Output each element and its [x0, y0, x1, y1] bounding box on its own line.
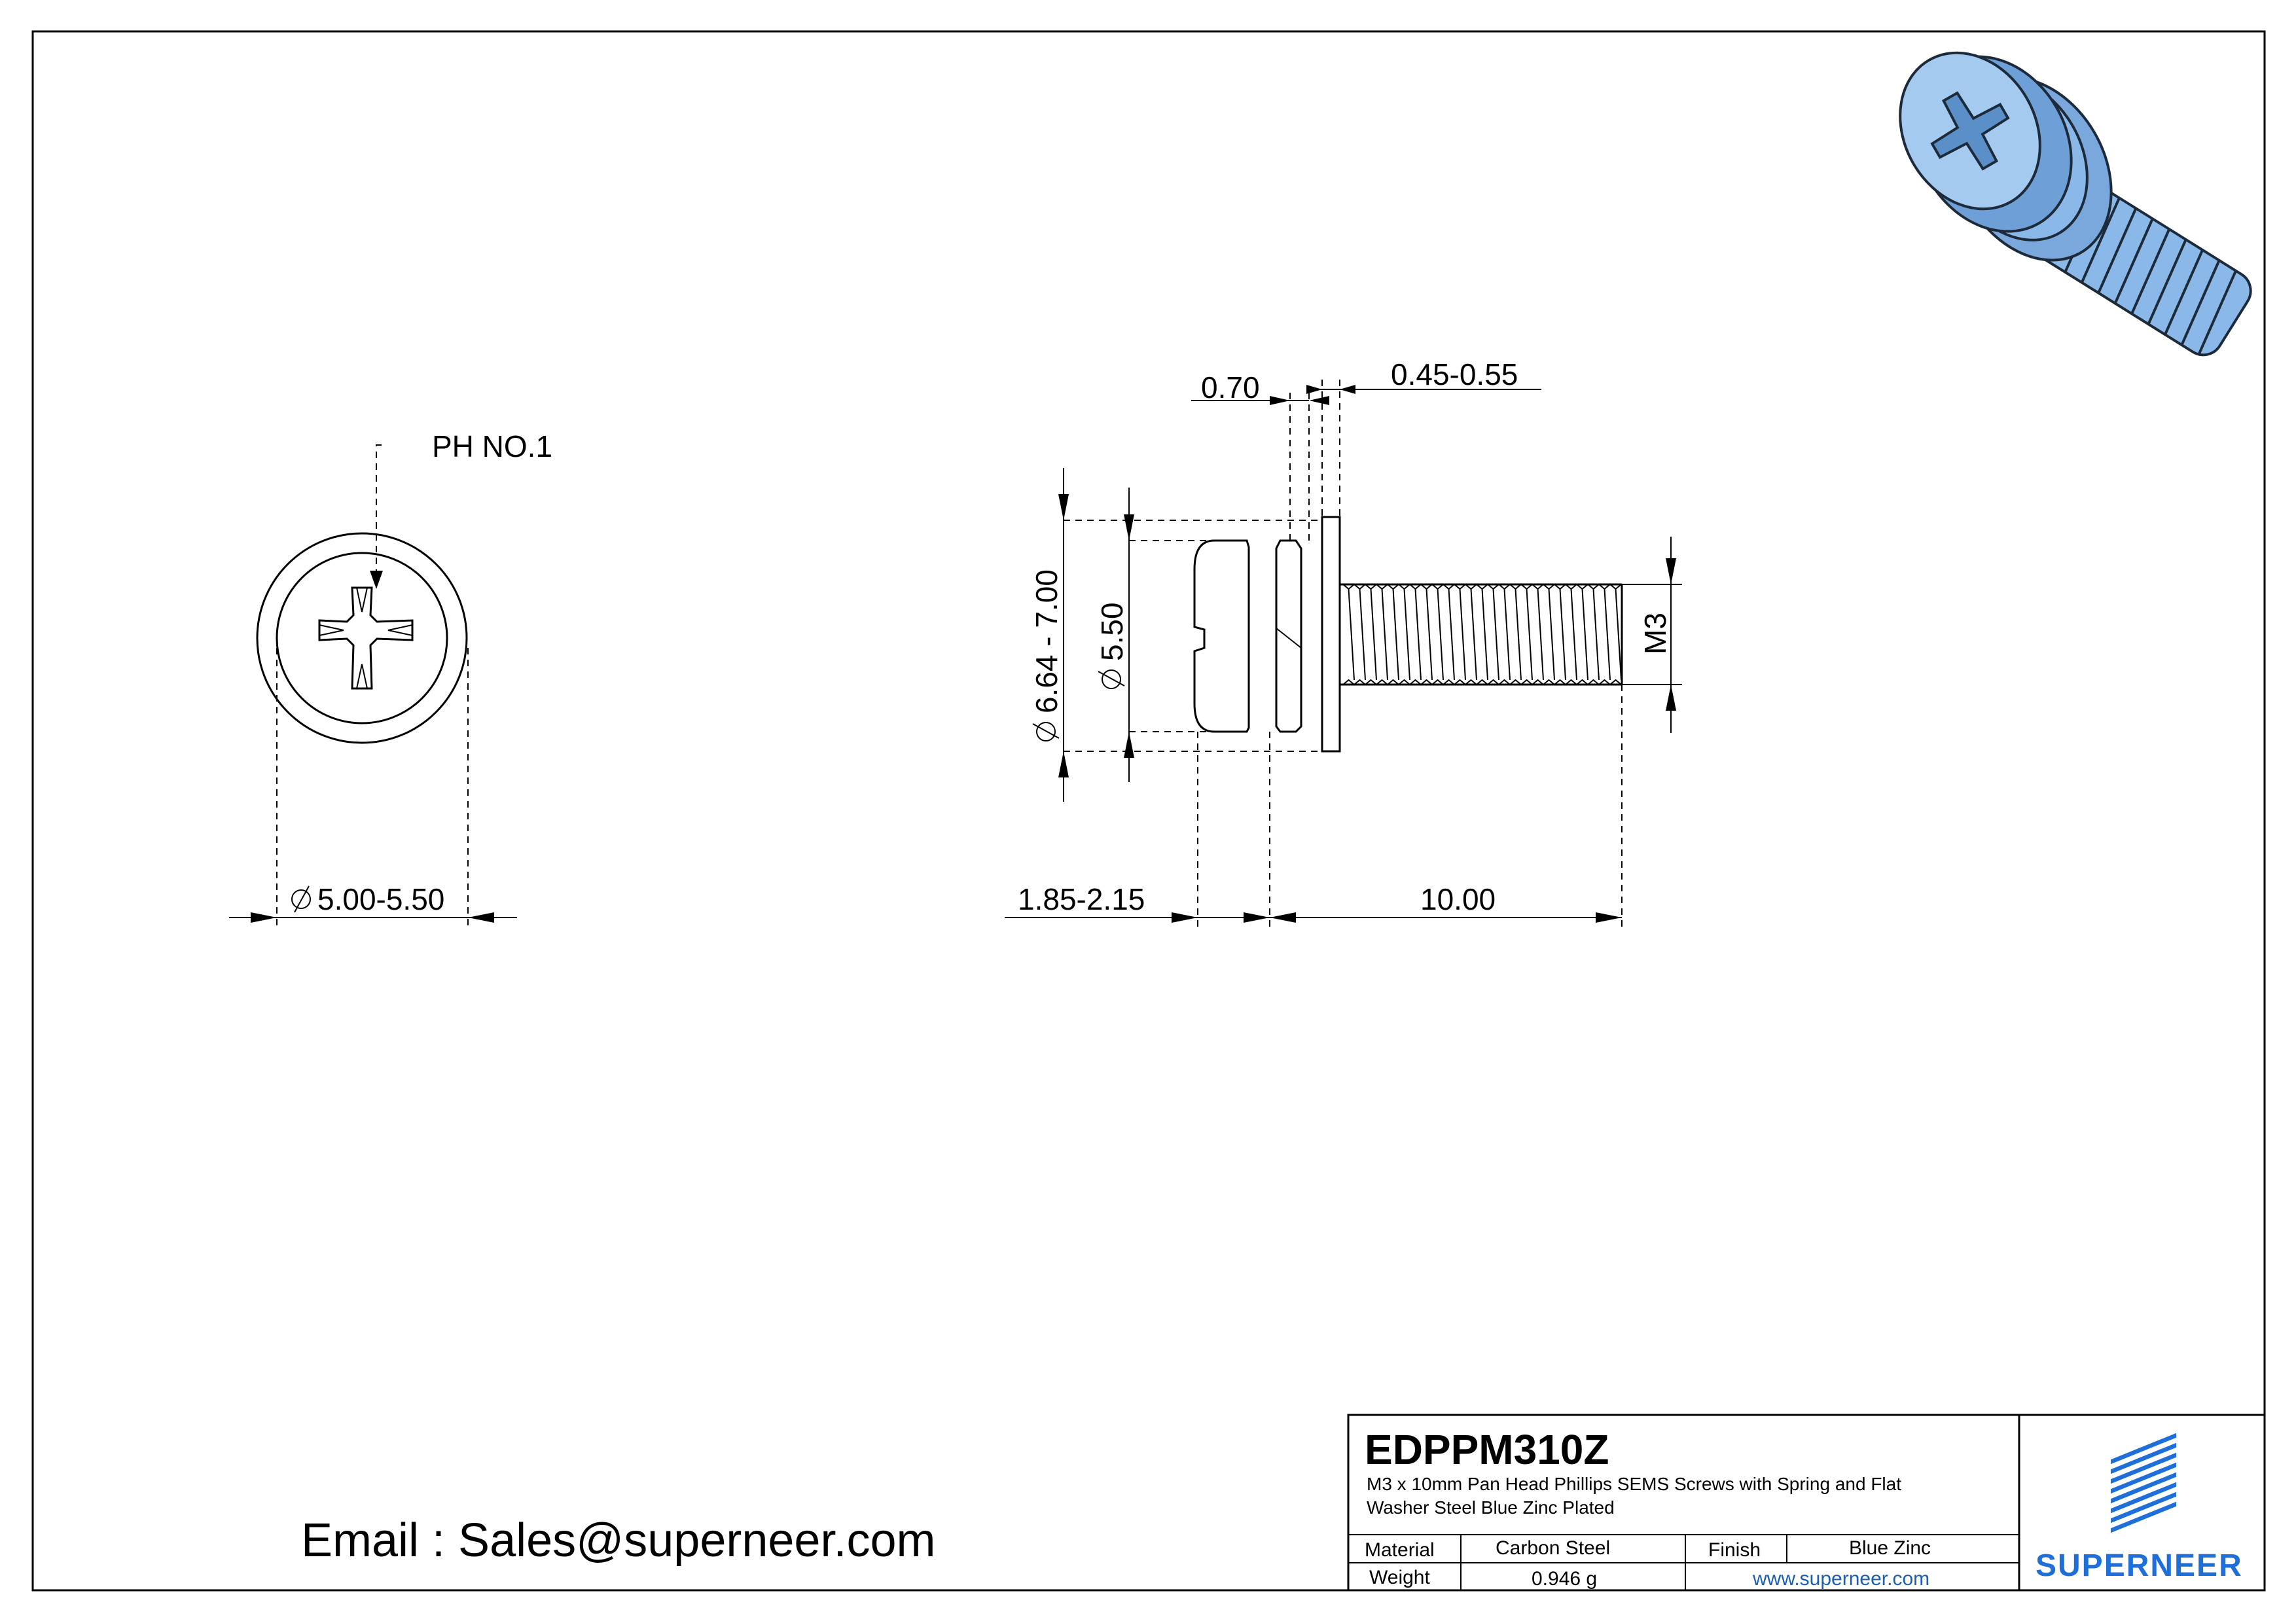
spring-washer — [1275, 539, 1302, 733]
thread-crest-line — [1615, 588, 1622, 681]
contact-email: Email : Sales@superneer.com — [301, 1514, 936, 1567]
part-number: EDPPM310Z — [1365, 1426, 1609, 1473]
thread-size: M3 — [1638, 613, 1672, 654]
description-line-1: M3 x 10mm Pan Head Phillips SEMS Screws … — [1367, 1474, 1901, 1494]
diameter-symbol — [1032, 722, 1060, 741]
front-view: PH NO.1 5.00-5.50 — [229, 429, 552, 929]
thread-crest-line — [1570, 588, 1577, 681]
thread-crest-line — [1426, 588, 1433, 681]
pan-head — [1193, 539, 1250, 733]
sheet-border — [31, 30, 2266, 1592]
screw-length: 10.00 — [1420, 882, 1496, 916]
thread-crest-line — [1581, 588, 1588, 681]
drive-label: PH NO.1 — [432, 429, 552, 463]
thread-crest-line — [1359, 588, 1366, 681]
diameter-symbol — [291, 885, 311, 913]
title-block: EDPPM310Z M3 x 10mm Pan Head Phillips SE… — [1347, 1414, 2266, 1592]
material-label: Material — [1365, 1539, 1435, 1561]
diameter-symbol — [1098, 669, 1125, 689]
description-line-2: Washer Steel Blue Zinc Plated — [1367, 1497, 1615, 1518]
flat-washer-thickness: 0.45-0.55 — [1391, 357, 1518, 391]
weight-label: Weight — [1369, 1567, 1430, 1588]
weight-value: 0.946 g — [1532, 1568, 1597, 1590]
finish-value: Blue Zinc — [1849, 1537, 1931, 1559]
thread-crest-line — [1537, 588, 1544, 681]
thread-crest-line — [1459, 588, 1466, 681]
screw-3d-render — [1899, 51, 2252, 357]
superneer-logo: SUPERNEER — [2036, 1433, 2243, 1583]
flat-washer — [1321, 516, 1341, 753]
material-value: Carbon Steel — [1496, 1537, 1610, 1559]
thread-crest-line — [1392, 588, 1399, 681]
thread-crest-line — [1448, 588, 1455, 681]
thread-crest-line — [1348, 588, 1355, 681]
thread-crest-line — [1414, 588, 1422, 681]
spring-washer-thickness: 0.70 — [1201, 370, 1260, 404]
thread-crest-line — [1403, 588, 1410, 681]
thread-crest-line — [1559, 588, 1566, 681]
phillips-recess — [318, 586, 414, 690]
thread-crest-line — [1437, 588, 1444, 681]
finish-label: Finish — [1708, 1539, 1761, 1561]
brand-name: SUPERNEER — [2036, 1548, 2243, 1583]
side-view: 0.70 0.45-0.55 6.64 - 7.00 5.50 — [1005, 357, 1682, 929]
website-link[interactable]: www.superneer.com — [1752, 1568, 1929, 1590]
washer-outline — [256, 532, 468, 744]
thread-crest-line — [1370, 588, 1377, 681]
thread-crest-line — [1492, 588, 1499, 681]
thread-crest-line — [1381, 588, 1388, 681]
thread-crest-line — [1548, 588, 1555, 681]
head-outline — [276, 552, 448, 724]
thread-crest-line — [1503, 588, 1511, 681]
thread-crest-line — [1470, 588, 1477, 681]
washer-diameter: 6.64 - 7.00 — [1030, 569, 1064, 713]
thread-crest-line — [1592, 588, 1600, 681]
head-diameter-5-50: 5.50 — [1095, 602, 1129, 661]
thread-crest-line — [1481, 588, 1488, 681]
thread-crest-line — [1526, 588, 1533, 681]
front-head-diameter: 5.00-5.50 — [317, 882, 444, 916]
thread-crest-line — [1604, 588, 1611, 681]
head-height: 1.85-2.15 — [1018, 882, 1145, 916]
thread-crest-line — [1515, 588, 1522, 681]
threaded-shank — [1340, 583, 1623, 686]
